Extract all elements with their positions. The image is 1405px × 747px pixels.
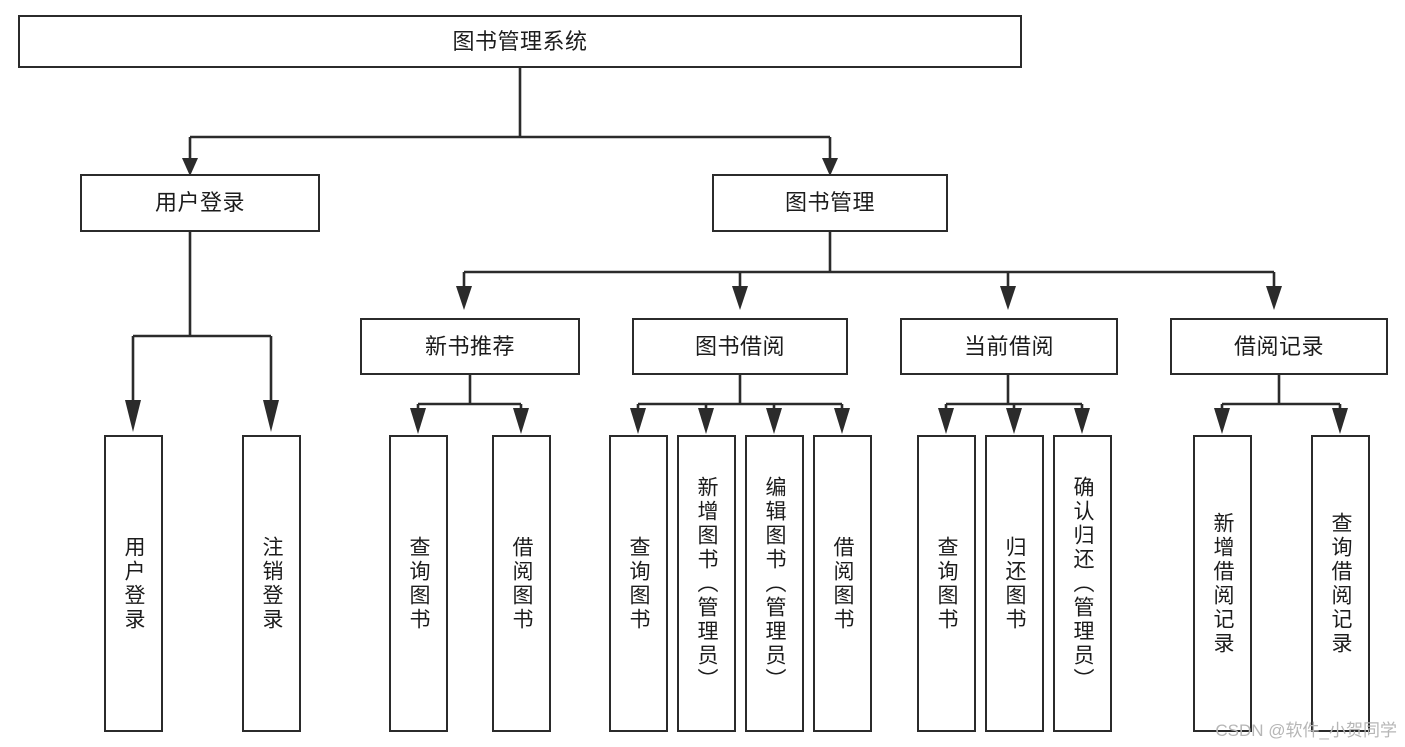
- arrowhead-leaf-return-book: [1006, 408, 1022, 434]
- leaf-borrow-book[interactable]: 借阅图书: [813, 435, 872, 732]
- leaf-return-book[interactable]: 归还图书: [985, 435, 1044, 732]
- arrowhead-new-book-recommend: [456, 286, 472, 310]
- node-label: 注销登录: [260, 535, 283, 632]
- leaf-borrow-book-recommend[interactable]: 借阅图书: [492, 435, 551, 732]
- node-label: 确认归还（管理员）: [1071, 475, 1094, 692]
- arrowhead-leaf-query-record: [1332, 408, 1348, 434]
- node-label: 归还图书: [1003, 535, 1026, 632]
- node-label: 借阅图书: [510, 535, 533, 632]
- arrowhead-leaf-logout: [263, 400, 279, 432]
- arrowhead-leaf-add-book: [698, 408, 714, 434]
- arrowhead-leaf-borrow-book-1: [513, 408, 529, 434]
- leaf-query-book-recommend[interactable]: 查询图书: [389, 435, 448, 732]
- arrowhead-leaf-add-record: [1214, 408, 1230, 434]
- node-label: 新书推荐: [424, 333, 515, 359]
- leaf-query-borrow-record[interactable]: 查询借阅记录: [1311, 435, 1370, 732]
- leaf-logout[interactable]: 注销登录: [242, 435, 301, 732]
- arrowhead-leaf-user-login: [125, 400, 141, 432]
- node-borrow-record[interactable]: 借阅记录: [1170, 318, 1388, 375]
- node-label: 当前借阅: [963, 333, 1054, 359]
- arrowhead-borrow-record: [1266, 286, 1282, 310]
- node-root-system[interactable]: 图书管理系统: [18, 15, 1022, 68]
- node-label: 用户登录: [122, 535, 145, 632]
- node-label: 图书借阅: [694, 333, 785, 359]
- node-label: 新增借阅记录: [1211, 511, 1234, 656]
- arrowhead-user-login: [182, 158, 198, 176]
- watermark-text: CSDN @软件_小贺同学: [1215, 721, 1397, 740]
- node-label: 借阅记录: [1233, 333, 1324, 359]
- node-current-borrow[interactable]: 当前借阅: [900, 318, 1118, 375]
- node-book-management[interactable]: 图书管理: [712, 174, 948, 232]
- arrowhead-current-borrow: [1000, 286, 1016, 310]
- node-label: 查询图书: [627, 535, 650, 632]
- leaf-user-login[interactable]: 用户登录: [104, 435, 163, 732]
- leaf-query-book-borrow[interactable]: 查询图书: [609, 435, 668, 732]
- leaf-edit-book[interactable]: 编辑图书（管理员）: [745, 435, 804, 732]
- leaf-add-book[interactable]: 新增图书（管理员）: [677, 435, 736, 732]
- node-new-book-recommend[interactable]: 新书推荐: [360, 318, 580, 375]
- arrowhead-book-manage: [822, 158, 838, 176]
- node-label: 查询借阅记录: [1329, 511, 1352, 656]
- arrowhead-leaf-edit-book: [766, 408, 782, 434]
- node-label: 编辑图书（管理员）: [763, 475, 786, 692]
- leaf-add-borrow-record[interactable]: 新增借阅记录: [1193, 435, 1252, 732]
- leaf-confirm-return[interactable]: 确认归还（管理员）: [1053, 435, 1112, 732]
- node-label: 查询图书: [407, 535, 430, 632]
- arrowhead-book-borrow: [732, 286, 748, 310]
- arrowhead-leaf-query-book-2: [630, 408, 646, 434]
- arrowhead-leaf-query-book-3: [938, 408, 954, 434]
- arrowhead-leaf-borrow-book-2: [834, 408, 850, 434]
- node-label: 借阅图书: [831, 535, 854, 632]
- arrowhead-leaf-confirm-return: [1074, 408, 1090, 434]
- node-label: 图书管理: [784, 190, 875, 216]
- arrowhead-leaf-query-book-1: [410, 408, 426, 434]
- node-label: 用户登录: [154, 190, 245, 216]
- node-book-borrow[interactable]: 图书借阅: [632, 318, 848, 375]
- node-label: 查询图书: [935, 535, 958, 632]
- node-user-login[interactable]: 用户登录: [80, 174, 320, 232]
- node-label: 图书管理系统: [452, 28, 588, 54]
- node-label: 新增图书（管理员）: [695, 475, 718, 692]
- leaf-query-book-current[interactable]: 查询图书: [917, 435, 976, 732]
